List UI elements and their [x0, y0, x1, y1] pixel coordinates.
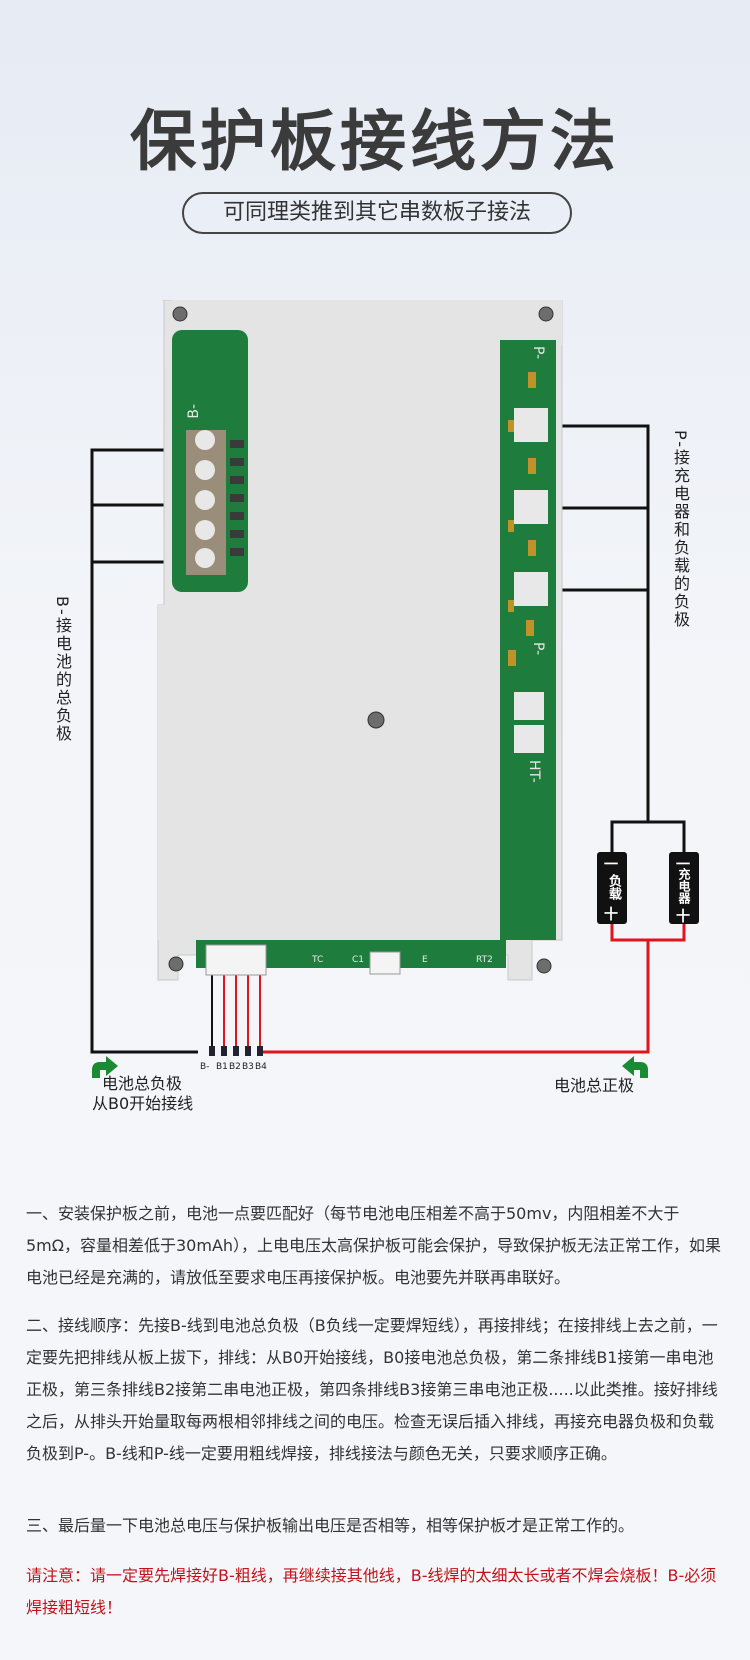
balance-lead-caps	[209, 1046, 263, 1056]
b-minus-wires	[90, 448, 198, 1054]
p-minus-description: P-接充电器和负载的负极	[671, 430, 690, 630]
board-p-minus-label-2: P-	[530, 642, 546, 656]
pin-label-b2: B2	[229, 1062, 241, 1072]
battery-negative-arrow	[92, 1056, 118, 1078]
board-b-minus-label: B-	[186, 404, 202, 419]
warning-note: 请注意：请一定要先焊接好B-粗线，再继续接其他线，B-线焊的太细太长或者不焊会烧…	[26, 1566, 717, 1617]
instruction-paragraph-2: 二、接线顺序：先接B-线到电池总负极（B负线一定要焊短线），再接排线；在接排线上…	[26, 1316, 718, 1463]
board-p-minus-label-1: P-	[530, 346, 546, 360]
wiring-diagram: B- P- P- HT- TC C1 E RT2 B-接电池的总负极 P-接充电…	[0, 300, 750, 1180]
balance-connector	[205, 944, 267, 976]
charger-module	[669, 852, 699, 924]
connector-label-c1: C1	[352, 955, 365, 965]
board-ht-label: HT-	[526, 760, 542, 783]
load-module	[597, 852, 627, 924]
b-minus-description: B-接电池的总负极	[53, 596, 72, 743]
wiring-diagram-svg	[90, 300, 699, 1078]
p-minus-wires	[548, 424, 686, 852]
pin-label-b-minus: B-	[200, 1062, 210, 1072]
charger-label: 充电器	[677, 868, 691, 904]
pin-label-b1: B1	[216, 1062, 228, 1072]
positive-wires	[262, 922, 686, 1054]
load-label: 负载	[606, 874, 621, 900]
load-plus-sign: 十	[604, 907, 618, 923]
charger-minus-sign: 一	[676, 857, 690, 873]
battery-positive-arrow	[622, 1056, 648, 1078]
protection-board	[92, 300, 699, 1078]
connector-label-e: E	[422, 955, 428, 965]
charger-plus-sign: 十	[676, 909, 690, 925]
instruction-paragraph-1: 一、安装保护板之前，电池一点要匹配好（每节电池电压相差不高于50mv，内阻相差不…	[26, 1204, 722, 1287]
p-minus-pads	[514, 408, 548, 753]
battery-negative-label: 电池总负极	[102, 1074, 183, 1093]
pin-label-b3: B3	[242, 1062, 254, 1072]
battery-positive-label: 电池总正极	[554, 1076, 635, 1095]
connector-label-rt2: RT2	[476, 955, 493, 965]
battery-negative-hint: 从B0开始接线	[92, 1094, 194, 1113]
subtitle-pill: 可同理类推到其它串数板子接法	[182, 192, 572, 234]
connector-label-tc: TC	[312, 955, 324, 965]
load-minus-sign: 一	[604, 857, 618, 873]
page-title: 保护板接线方法	[130, 103, 620, 180]
screws	[168, 306, 554, 974]
pin-label-b4: B4	[255, 1062, 267, 1072]
instruction-paragraph-3: 三、最后量一下电池总电压与保护板输出电压是否相等，相等保护板才是正常工作的。	[26, 1516, 635, 1535]
